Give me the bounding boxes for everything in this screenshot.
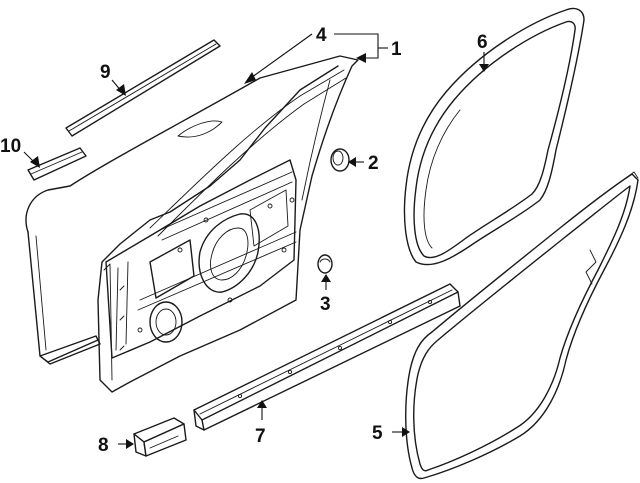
- callout-7: 7: [255, 426, 266, 447]
- callout-2: 2: [368, 153, 379, 174]
- callout-4: 4: [316, 25, 327, 46]
- callout-6: 6: [477, 32, 488, 53]
- callout-3: 3: [320, 294, 331, 315]
- part-8-bracket: [133, 417, 187, 457]
- callout-5: 5: [372, 423, 383, 444]
- part-1-door-shell: [25, 55, 359, 393]
- part-10-weatherstrip-piece: [27, 147, 87, 181]
- callout-10: 10: [0, 136, 21, 157]
- callout-8: 8: [98, 435, 109, 456]
- part-9-belt-molding: [65, 39, 221, 137]
- callout-1: 1: [391, 39, 402, 60]
- part-3-plug: [317, 254, 333, 274]
- part-7-sill-molding: [193, 283, 461, 431]
- part-6-door-weatherstrip: [403, 7, 585, 266]
- part-2-plug: [330, 148, 350, 172]
- part-5-body-weatherstrip: [405, 171, 639, 480]
- callout-9: 9: [100, 62, 111, 83]
- callout-labels: 4 1 9 10 2 3 6 5 7 8: [0, 25, 488, 456]
- leader-lines: [23, 33, 489, 449]
